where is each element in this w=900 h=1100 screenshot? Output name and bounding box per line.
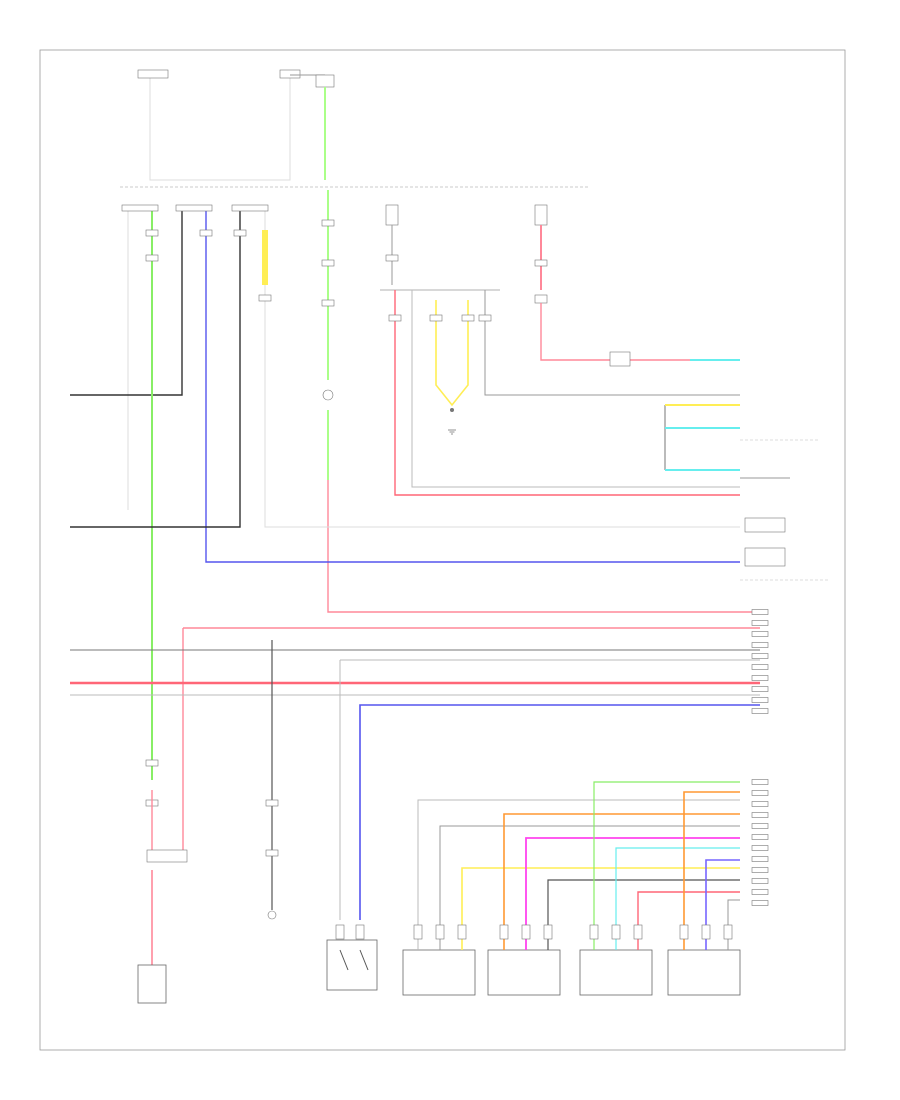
terminal-stub <box>751 653 769 659</box>
connector-icon <box>413 924 423 940</box>
connector-icon <box>521 924 531 940</box>
seat-belt-buckle-switch <box>326 939 378 991</box>
bottom-left-module <box>137 759 188 1004</box>
connector-icon <box>589 924 599 940</box>
left-wire-yellow <box>258 210 740 528</box>
diagram-frame <box>39 49 846 1051</box>
terminal-stub <box>751 878 769 884</box>
fuse-left <box>385 204 399 285</box>
connector-icon <box>679 924 689 940</box>
fuse-right <box>534 204 740 367</box>
sensor-connector-pins <box>335 924 733 940</box>
terminal-stub <box>751 823 769 829</box>
left-wire-blue <box>199 210 740 563</box>
right-mid-connectors <box>740 517 830 581</box>
connector-icon <box>355 924 365 940</box>
terminal-stub <box>751 867 769 873</box>
terminal-stub <box>751 631 769 637</box>
terminal-stub <box>751 889 769 895</box>
airbag-sensor-assembly <box>664 404 820 479</box>
top-left-switch <box>137 69 325 181</box>
mid-horizontal-bus <box>70 627 760 920</box>
center-green-wire <box>321 190 760 613</box>
right-front-sensor <box>487 813 740 996</box>
terminal-stub <box>751 609 769 615</box>
terminal-stub <box>751 779 769 785</box>
top-relay <box>315 74 335 180</box>
top-connector-row <box>121 204 269 212</box>
connector-icon <box>435 924 445 940</box>
right-terminal-column <box>751 609 769 906</box>
left-wire-black-1 <box>70 210 183 510</box>
terminal-stub <box>751 801 769 807</box>
terminal-stub <box>751 664 769 670</box>
terminal-stub <box>751 845 769 851</box>
terminal-stub <box>751 812 769 818</box>
terminal-stub <box>751 642 769 648</box>
left-front-sensor <box>402 799 740 996</box>
terminal-stub <box>751 900 769 906</box>
terminal-stub <box>751 790 769 796</box>
connector-icon <box>701 924 711 940</box>
connector-icon <box>723 924 733 940</box>
connector-icon <box>543 924 553 940</box>
ground-icon <box>448 429 456 435</box>
connector-icon <box>499 924 509 940</box>
terminal-stub <box>751 856 769 862</box>
left-wire-black-2 <box>70 210 247 528</box>
right-rear-sensor <box>667 791 741 996</box>
terminal-stub <box>751 620 769 626</box>
junction-block <box>380 289 740 496</box>
terminal-stub <box>751 675 769 681</box>
terminal-stub <box>751 708 769 714</box>
left-wire-green <box>145 210 159 780</box>
terminal-stub <box>751 834 769 840</box>
terminal-stub <box>751 686 769 692</box>
connector-icon <box>335 924 345 940</box>
connector-icon <box>611 924 621 940</box>
connector-icon <box>457 924 467 940</box>
occupant-sensor-left <box>267 910 277 920</box>
terminal-stub <box>751 697 769 703</box>
connector-icon <box>633 924 643 940</box>
